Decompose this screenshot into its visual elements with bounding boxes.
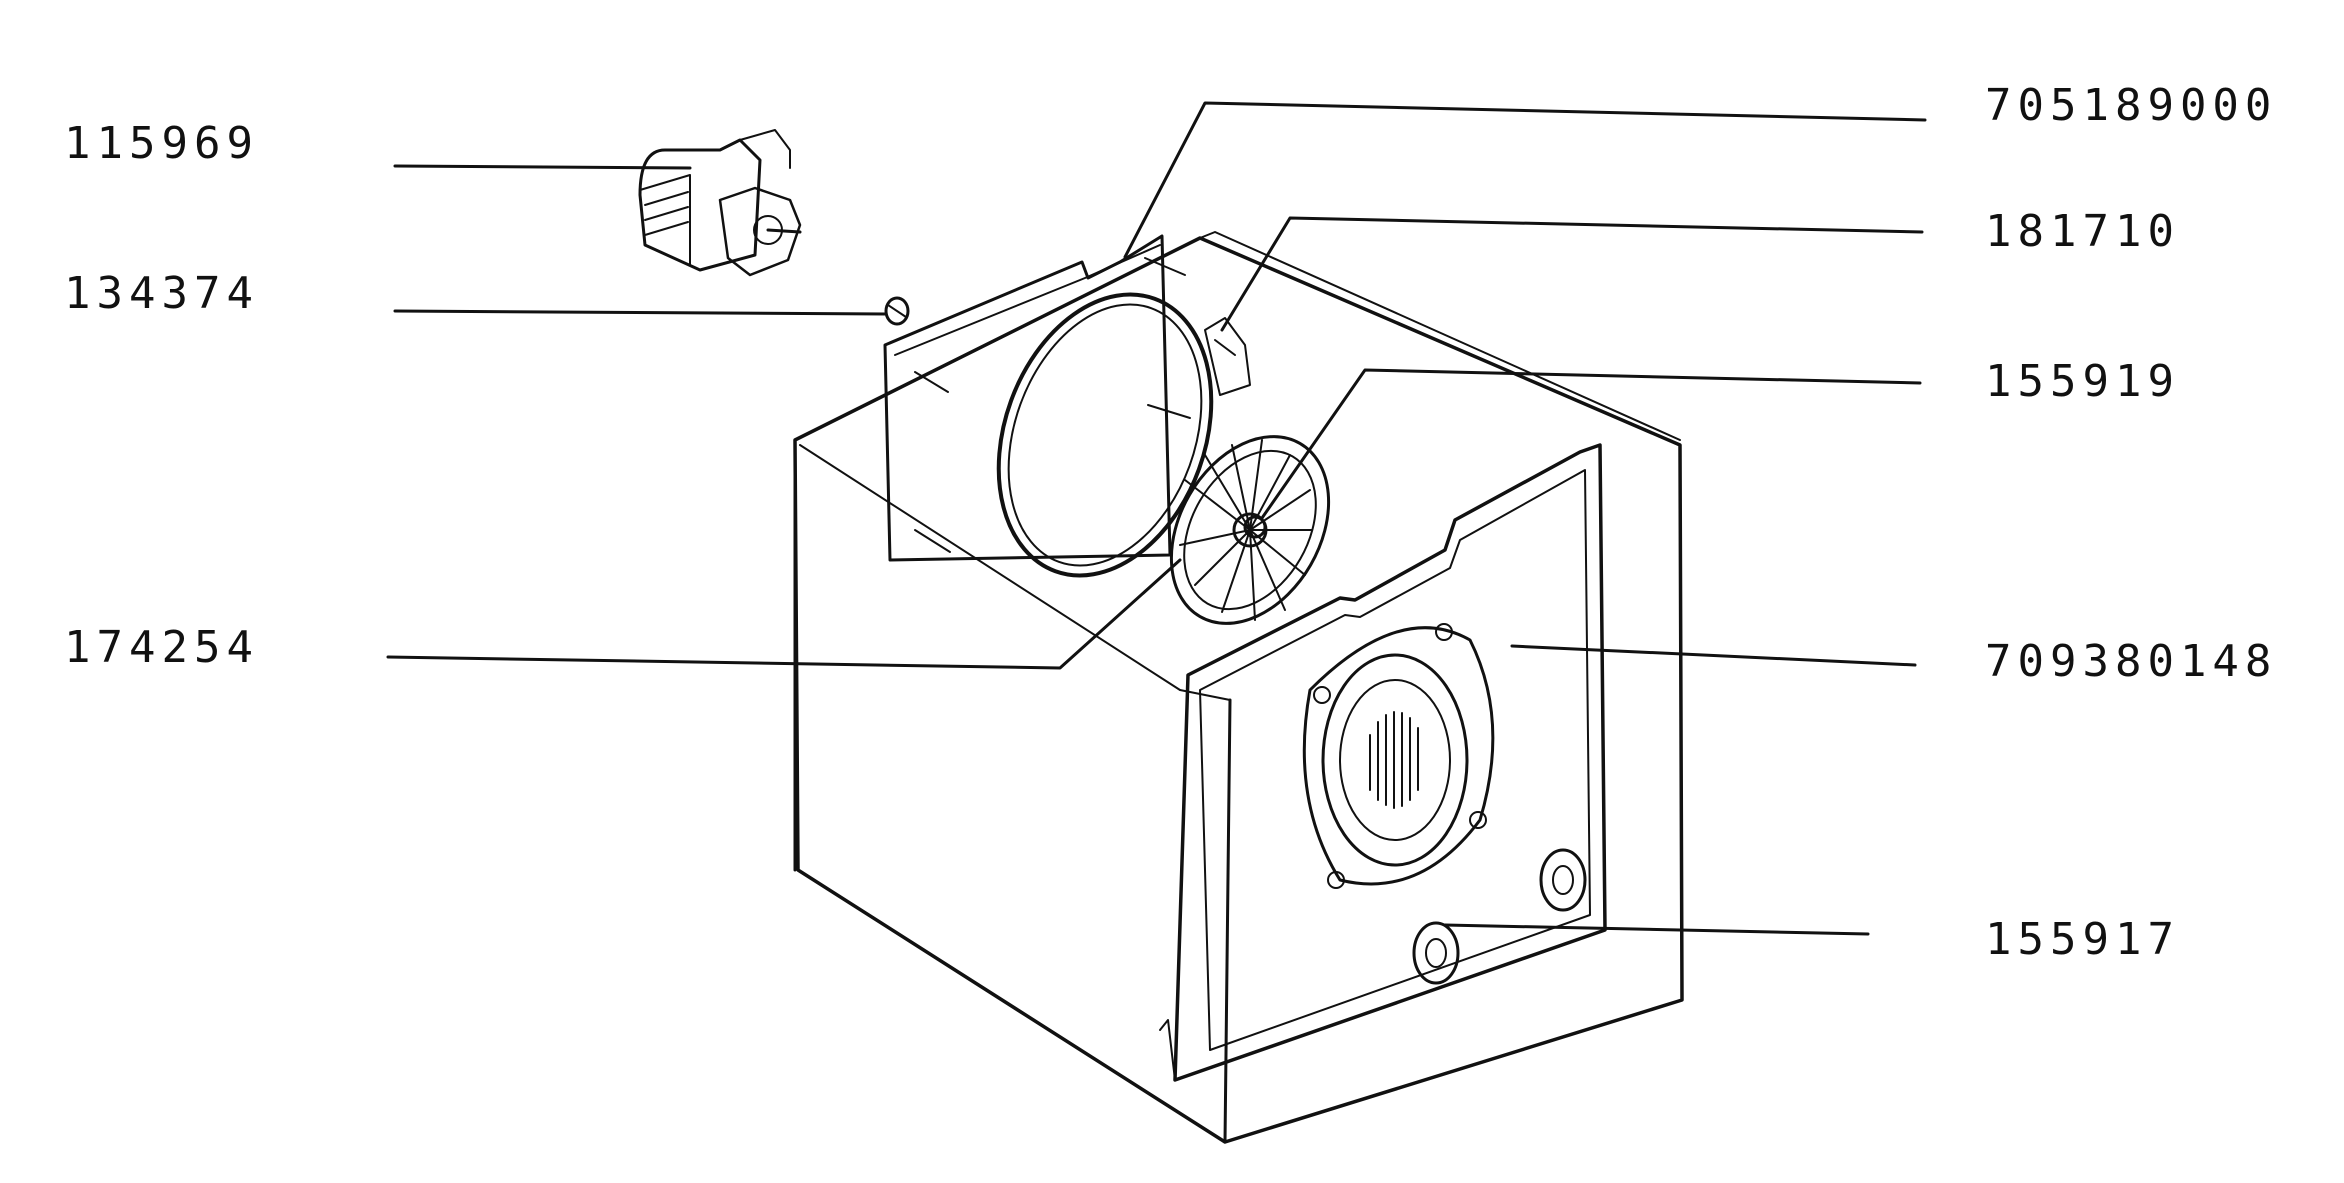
- heating-element-drawing: [996, 292, 1251, 578]
- part-number-back-panel: 709380148: [1985, 636, 2278, 687]
- leader-line-screw: [393, 309, 888, 316]
- leader-line-fan-nut: [1260, 368, 1922, 520]
- part-number-screw: 134374: [64, 268, 259, 319]
- leader-line-motor: [393, 164, 692, 170]
- part-number-foot: 155917: [1985, 914, 2180, 965]
- part-number-fan-blade: 174254: [64, 622, 259, 673]
- screw-drawing: [884, 296, 910, 326]
- foot-drawing: [1412, 848, 1587, 985]
- leader-line-heating-element: [1220, 216, 1924, 332]
- rear-cover-drawing: [883, 234, 1191, 562]
- part-number-heating-element: 181710: [1985, 206, 2180, 257]
- leader-line-back-panel: [1510, 644, 1917, 667]
- leader-line-fan-blade: [386, 558, 1182, 670]
- oven-cabinet-drawing: [793, 231, 1684, 1144]
- leader-lines: [386, 101, 1927, 936]
- part-number-rear-cover: 705189000: [1985, 80, 2278, 131]
- back-panel-drawing: [1159, 443, 1607, 1082]
- leader-line-foot: [1443, 923, 1870, 936]
- part-number-fan-nut: 155919: [1985, 356, 2180, 407]
- fan-nut-drawing: [1243, 515, 1267, 539]
- part-number-motor: 115969: [64, 118, 259, 169]
- leader-line-rear-cover: [1123, 101, 1927, 259]
- motor-drawing: [638, 129, 802, 277]
- fan-blade-drawing: [1169, 435, 1331, 625]
